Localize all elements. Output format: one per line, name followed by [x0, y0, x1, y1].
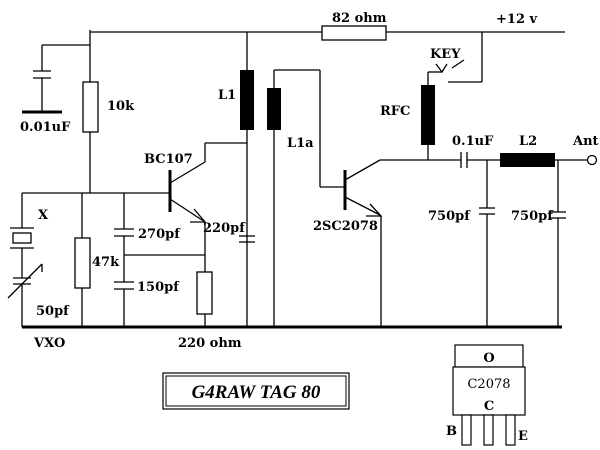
resistor-220-ohm: [196, 222, 213, 327]
label-270pf: 270pf: [138, 227, 181, 242]
label-47k: 47k: [92, 255, 120, 270]
resistor-82-ohm: [321, 25, 387, 41]
label-bc107: BC107: [144, 152, 193, 167]
antenna-terminal: [586, 154, 598, 166]
package-part-number: C2078: [467, 377, 510, 392]
resistor-47k: [74, 193, 91, 327]
label-50pf: 50pf: [36, 304, 70, 319]
label-750pf-1: 750pf: [428, 209, 471, 224]
inductor-l1a: [267, 69, 345, 327]
capacitor-750pf-2: [550, 160, 566, 327]
label-l2: L2: [519, 134, 537, 149]
capacitor-750pf-1: [479, 160, 495, 327]
title-box: G4RAW TAG 80: [162, 372, 350, 410]
package-hole: O: [483, 351, 494, 366]
label-220-ohm: 220 ohm: [178, 336, 242, 351]
crystal-x: [10, 193, 34, 278]
capacitor-0-1uf: [428, 152, 500, 168]
capacitor-150pf: [114, 281, 134, 327]
key-switch: [428, 32, 483, 83]
label-220pf: 220pf: [203, 221, 246, 236]
label-supply: +12 v: [496, 12, 538, 27]
supply-line: [42, 30, 565, 46]
package-pin-b: B: [446, 424, 457, 439]
capacitor-220pf: [239, 235, 255, 243]
label-key: KEY: [430, 47, 461, 62]
inductor-l1: [240, 32, 254, 327]
inductor-l2: [500, 153, 598, 167]
label-750pf-2: 750pf: [511, 209, 554, 224]
variable-capacitor-50pf: [7, 263, 43, 327]
label-82-ohm: 82 ohm: [332, 11, 387, 26]
label-rfc: RFC: [380, 104, 410, 119]
package-pinout: O C2078 C B E: [446, 344, 528, 446]
label-l1: L1: [218, 88, 236, 103]
capacitor-0-01uf: [22, 45, 62, 114]
label-l1a: L1a: [287, 136, 314, 151]
label-x: X: [38, 208, 49, 223]
package-pin-c: C: [484, 399, 494, 414]
rfc-choke: [421, 72, 435, 160]
capacitor-270pf: [114, 193, 134, 282]
label-ant: Ant: [572, 134, 599, 149]
transistor-2sc2078: [343, 159, 428, 327]
package-pin-e: E: [518, 429, 528, 444]
label-10k: 10k: [107, 99, 135, 114]
resistor-10k: [82, 45, 99, 193]
label-0-01uf: 0.01uF: [20, 120, 71, 135]
label-0-1uf: 0.1uF: [452, 134, 494, 149]
transistor-bc107: [168, 142, 247, 223]
diagram-title: G4RAW TAG 80: [192, 382, 321, 403]
label-2sc2078: 2SC2078: [313, 219, 378, 234]
label-150pf: 150pf: [137, 280, 180, 295]
label-vxo: VXO: [33, 336, 65, 351]
